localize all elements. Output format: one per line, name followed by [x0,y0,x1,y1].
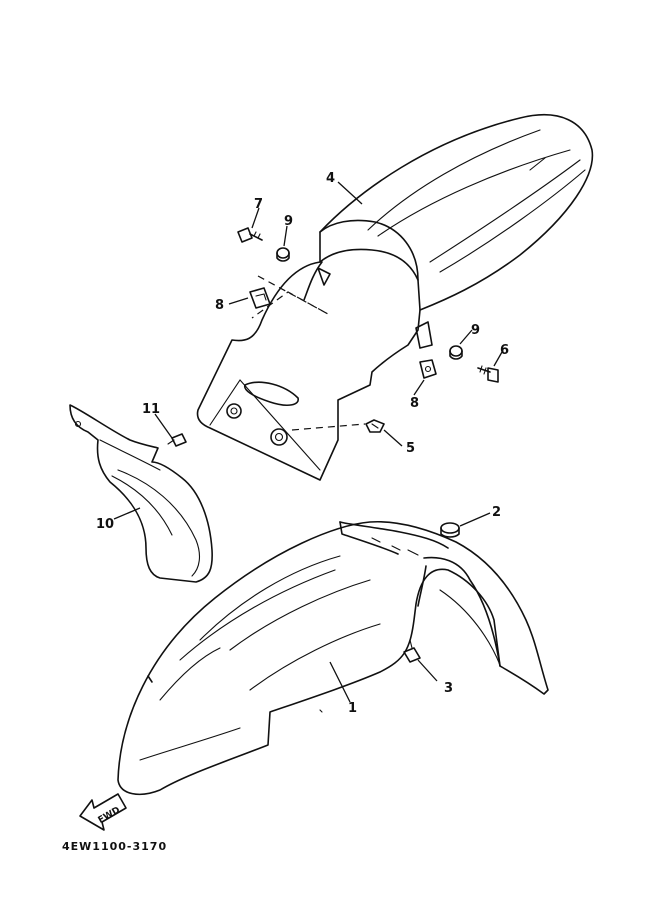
clip-8-right [419,359,437,379]
callout-10: 10 [96,517,114,532]
callout-8-left: 8 [215,298,224,313]
callout-8-right: 8 [410,396,419,411]
callout-5: 5 [406,441,415,456]
callout-1: 1 [348,701,357,716]
callout-7: 7 [254,197,263,212]
bolt-7 [237,227,263,243]
nut-9-lower [449,345,463,360]
callout-4: 4 [326,171,335,186]
callout-2: 2 [492,505,501,520]
fwd-arrow: FWD [79,793,127,831]
clip-8-left [249,287,271,309]
callout-6: 6 [500,343,509,358]
drawing-code: 4EW1100-3170 [62,840,168,853]
front-fender [117,520,549,796]
bolt-6 [477,365,499,383]
rear-fender [196,114,594,481]
mud-flap [69,404,213,583]
bolt-5 [365,419,385,433]
callouts: 1 2 3 4 5 6 7 8 8 9 9 10 11 [96,171,509,716]
nut-2 [440,522,460,538]
nut-9-upper [276,247,290,262]
fwd-label: FWD [97,805,122,825]
callout-9-upper: 9 [284,214,293,229]
mounting-guide [251,275,329,319]
bolt-11 [167,433,187,447]
leader-lines [113,181,503,703]
callout-3: 3 [444,681,453,696]
callout-11: 11 [142,402,160,417]
callout-9-lower: 9 [471,323,480,338]
